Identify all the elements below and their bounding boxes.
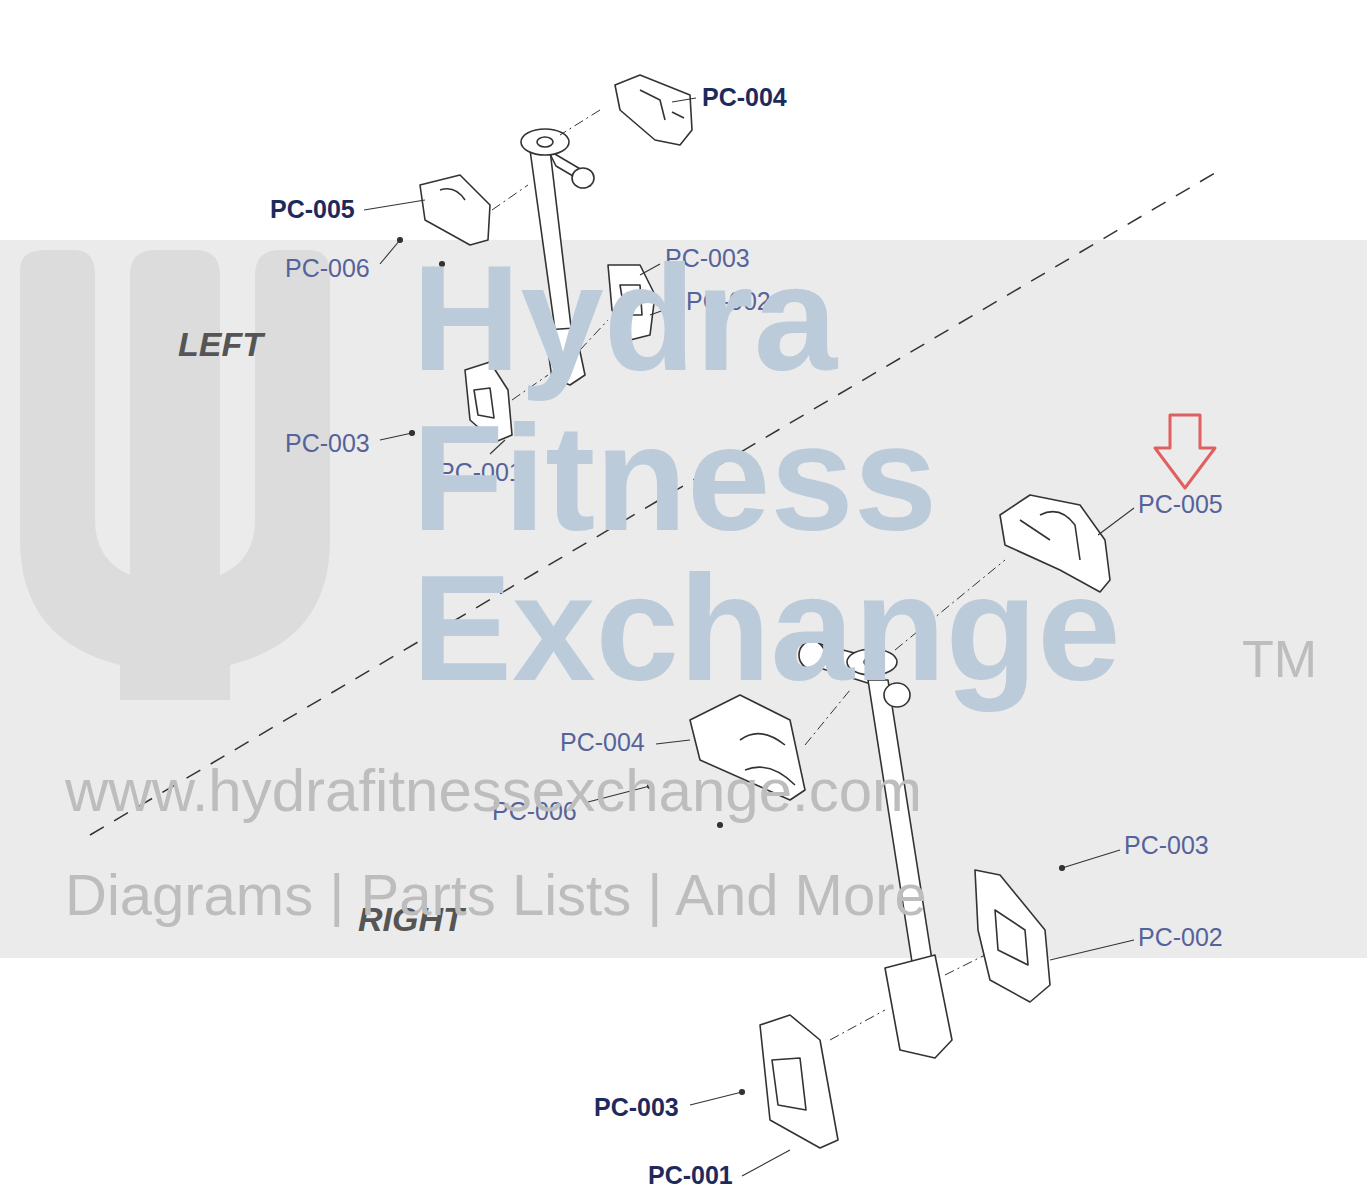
leader-line bbox=[656, 740, 690, 744]
part-number: PC-005 bbox=[1138, 490, 1223, 519]
screw bbox=[398, 238, 403, 243]
part-detail bbox=[440, 189, 465, 200]
watermark-text: Exchange bbox=[412, 542, 1121, 715]
watermark-text: Diagrams | Parts Lists | And More bbox=[65, 862, 927, 929]
leader-line bbox=[1050, 940, 1134, 960]
leader-line bbox=[1062, 850, 1120, 868]
part-detail bbox=[995, 910, 1028, 965]
part-bracket bbox=[975, 870, 1050, 1002]
part-housing bbox=[760, 1015, 838, 1148]
leader-line bbox=[1098, 508, 1134, 535]
watermark-text: TM bbox=[1242, 630, 1317, 690]
clevis bbox=[885, 955, 952, 1058]
leader-line bbox=[742, 1150, 790, 1176]
tube-hub bbox=[521, 129, 569, 155]
part-number: PC-003 bbox=[1124, 831, 1209, 860]
leader-line bbox=[380, 240, 400, 264]
part-number: PC-003 bbox=[285, 429, 370, 458]
part-number: PC-001 bbox=[648, 1161, 733, 1190]
watermark-text: Hydra bbox=[412, 232, 837, 405]
center-line bbox=[560, 110, 600, 135]
part-number: PC-004 bbox=[560, 728, 645, 757]
leader-line bbox=[380, 433, 412, 440]
part-detail bbox=[772, 1058, 806, 1110]
leader-line bbox=[364, 200, 425, 210]
tube-end bbox=[572, 168, 594, 188]
part-cap bbox=[615, 75, 692, 145]
part-number: PC-004 bbox=[702, 83, 787, 112]
leader-line bbox=[690, 1092, 742, 1105]
part-number: PC-006 bbox=[285, 254, 370, 283]
hub-hole bbox=[537, 137, 553, 147]
center-line bbox=[830, 1010, 885, 1040]
watermark-logo bbox=[20, 250, 330, 700]
center-line bbox=[945, 955, 985, 975]
watermark-url: www.hydrafitnessexchange.com bbox=[65, 756, 922, 825]
watermark-text: Fitness bbox=[412, 392, 937, 565]
center-line bbox=[492, 185, 528, 210]
part-number: PC-002 bbox=[1138, 923, 1223, 952]
divider-line bbox=[90, 170, 1220, 835]
highlight-arrow bbox=[1155, 415, 1215, 488]
part-number: PC-003 bbox=[594, 1093, 679, 1122]
screw bbox=[740, 1090, 745, 1095]
leader-line bbox=[672, 98, 696, 102]
screw bbox=[1060, 866, 1065, 871]
part-detail bbox=[640, 90, 684, 120]
side-label: LEFT bbox=[178, 325, 263, 364]
part-number: PC-005 bbox=[270, 195, 355, 224]
